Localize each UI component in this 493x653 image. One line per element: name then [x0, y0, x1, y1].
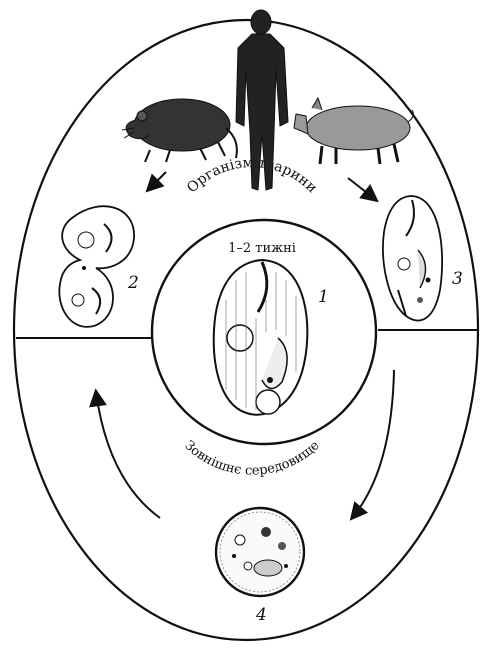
rat-icon: [122, 99, 237, 162]
duration-label: 1–2 тижні: [228, 241, 296, 256]
stage-4-number: 4: [255, 605, 267, 625]
stage-1-trophozoite-icon: [214, 260, 308, 415]
stage-1-number: 1: [318, 287, 329, 307]
stage-3-number: 3: [452, 269, 463, 289]
pig-icon: [294, 98, 413, 164]
arrow-rat-to-2: [148, 172, 166, 190]
stage-4-cyst-icon: [216, 508, 304, 596]
arrow-left-curve: [96, 392, 160, 518]
stage-3-trophozoite-icon: [383, 196, 442, 320]
stage-2-number: 2: [127, 273, 139, 293]
arrow-pig-to-3: [348, 178, 376, 200]
stage-2-dividing-cell-icon: [59, 206, 134, 327]
